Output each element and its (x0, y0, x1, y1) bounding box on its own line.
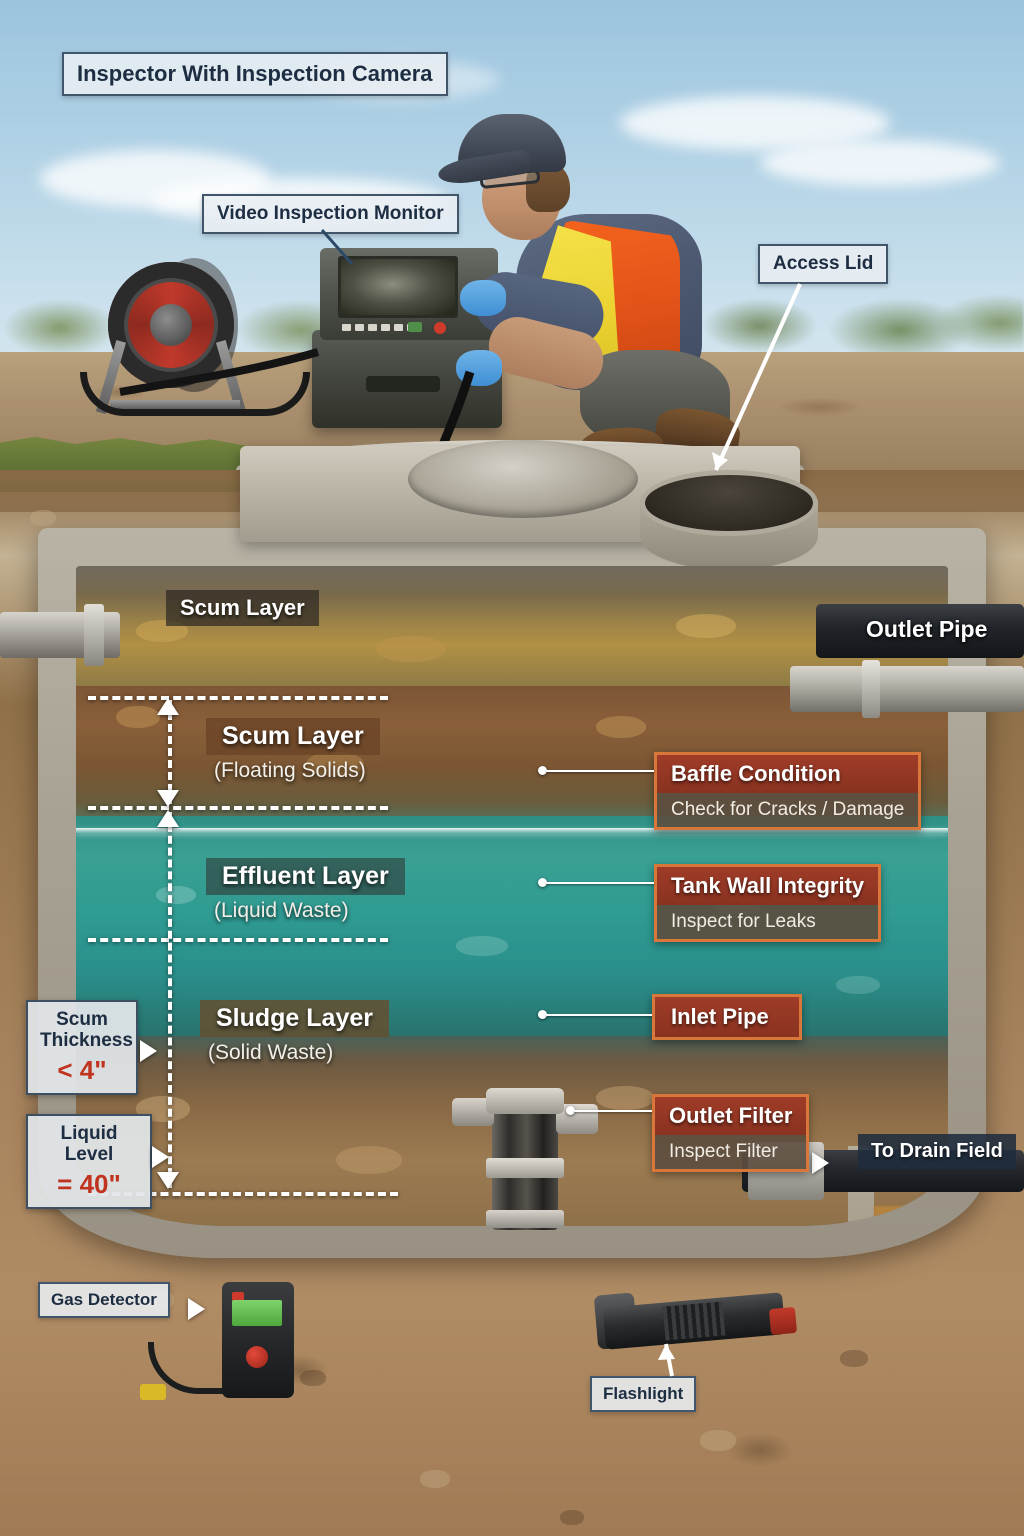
label-flashlight: Flashlight (590, 1376, 697, 1412)
effluent-bottom-reference-line (88, 938, 388, 942)
gas-detector-display (232, 1300, 282, 1326)
access-riser-opening[interactable] (640, 470, 818, 536)
label-gas-detector: Gas Detector (38, 1282, 170, 1318)
access-lid-disc[interactable] (408, 440, 638, 518)
callout-title-baffle: Baffle Condition (657, 755, 919, 793)
callout-title-outlet-filter: Outlet Filter (655, 1097, 807, 1135)
leader-dot-outlet-filter (566, 1106, 575, 1115)
callout-detail-baffle: Check for Cracks / Damage (657, 793, 919, 827)
callout-baffle-condition[interactable]: Baffle Condition Check for Cracks / Dama… (654, 752, 922, 830)
label-access-lid: Access Lid (758, 244, 889, 284)
callout-tank-wall-integrity[interactable]: Tank Wall Integrity Inspect for Leaks (654, 864, 882, 942)
liquid-surface-line (76, 828, 948, 833)
callout-inlet-pipe[interactable]: Inlet Pipe (652, 994, 802, 1040)
measure-arrow-liquid (152, 1146, 169, 1168)
layer-name-effluent: Effluent Layer (206, 858, 405, 895)
callout-title-inlet-pipe: Inlet Pipe (655, 997, 799, 1037)
measure-arrow-scum (140, 1040, 157, 1062)
callout-detail-outlet-filter: Inspect Filter (655, 1135, 807, 1169)
layer-name-sludge: Sludge Layer (200, 1000, 389, 1037)
leader-line-outlet-filter (574, 1110, 652, 1112)
drain-flow-arrow (812, 1152, 829, 1174)
measure-label-scum-1: Scum (56, 1009, 108, 1030)
measurement-scum-thickness: Scum Thickness < 4" (26, 1000, 138, 1095)
inspector-figure (430, 110, 743, 473)
outlet-pipe-dark (816, 604, 1024, 658)
monitor-green-button[interactable] (408, 322, 422, 332)
measure-value-scum: < 4" (57, 1054, 107, 1085)
leader-line-inlet-pipe (546, 1014, 652, 1016)
callout-detail-tank-wall: Inspect for Leaks (657, 905, 879, 939)
liquid-dim-arrow-bottom (157, 1172, 179, 1189)
leader-line-tank-wall (546, 882, 654, 884)
gas-detector-power-button[interactable] (246, 1346, 268, 1368)
leader-line-baffle (546, 770, 654, 772)
scum-dim-arrow-bottom (157, 790, 179, 807)
gas-detector-arrow (188, 1298, 205, 1320)
layer-sub-sludge: (Solid Waste) (208, 1041, 334, 1064)
monitor-screen (338, 256, 458, 318)
callout-outlet-filter[interactable]: Outlet Filter Inspect Filter (652, 1094, 810, 1172)
layer-label-scum: Scum Layer (Floating Solids) (206, 718, 380, 783)
label-scum-layer-top: Scum Layer (166, 590, 319, 626)
layer-label-sludge: Sludge Layer (Solid Waste) (200, 1000, 389, 1065)
monitor-button-row[interactable] (342, 324, 416, 331)
page-title: Inspector With Inspection Camera (62, 52, 448, 96)
layer-label-effluent: Effluent Layer (Liquid Waste) (206, 858, 405, 923)
baffle-rust-stain (874, 1206, 912, 1226)
scum-bottom-reference-line (88, 806, 388, 810)
callout-title-tank-wall: Tank Wall Integrity (657, 867, 879, 905)
liquid-dim-arrow-top (157, 810, 179, 827)
monitor-red-button[interactable] (434, 322, 446, 334)
measure-value-liquid: = 40" (57, 1168, 121, 1199)
leader-dot-tank-wall (538, 878, 547, 887)
leader-dot-baffle (538, 766, 547, 775)
label-outlet-pipe: Outlet Pipe (866, 616, 988, 642)
inlet-pipe-flange (84, 604, 104, 666)
blue-glove-right (456, 350, 502, 386)
blue-glove-left (460, 280, 506, 316)
leader-dot-inlet-pipe (538, 1010, 547, 1019)
measure-label-liquid-1: Liquid Level (60, 1123, 118, 1166)
scum-dim-arrow-top (157, 698, 179, 715)
measurement-liquid-level: Liquid Level = 40" (26, 1114, 152, 1209)
layer-sub-effluent: (Liquid Waste) (214, 899, 349, 922)
scum-top-reference-line (88, 696, 388, 700)
tank-bottom-reference-line (88, 1192, 398, 1196)
outlet-pipe-grey (790, 660, 1024, 718)
layer-sub-scum: (Floating Solids) (214, 759, 366, 782)
measure-label-scum-2: Thickness (40, 1030, 133, 1052)
scum-dimension-line (168, 700, 172, 804)
layer-name-scum: Scum Layer (206, 718, 380, 755)
liquid-level-dimension-line (168, 812, 172, 1188)
label-video-inspection-monitor: Video Inspection Monitor (202, 194, 459, 234)
label-to-drain-field: To Drain Field (858, 1134, 1016, 1169)
